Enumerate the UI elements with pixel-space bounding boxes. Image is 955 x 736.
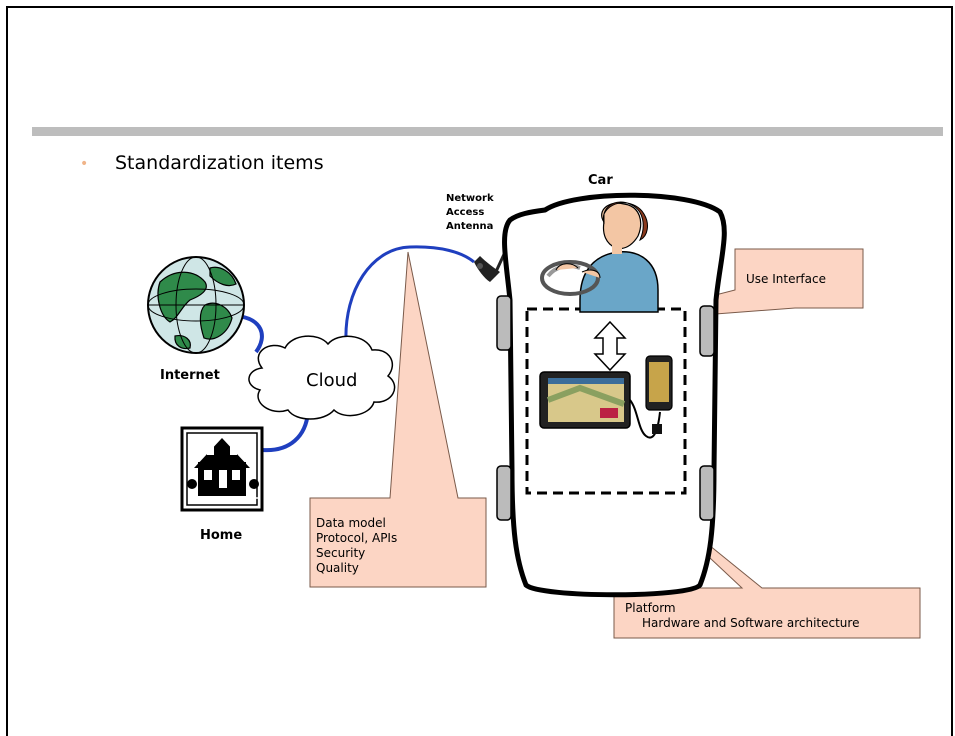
wheel-front-right [699, 305, 715, 357]
double-arrow-icon [593, 320, 627, 372]
cloud-shape [248, 335, 396, 420]
bullet-dot: • [80, 156, 89, 172]
wheel-front-left [496, 295, 512, 351]
label-home: Home [200, 528, 243, 543]
callout-platform-shape [613, 467, 921, 639]
antenna-icon [474, 249, 508, 282]
label-network: Network [446, 193, 494, 204]
slide-border [6, 6, 953, 736]
callout-data-model-line-4: Quality [316, 561, 359, 575]
smartphone-device [629, 355, 673, 439]
link-cloud-antenna [344, 245, 475, 343]
label-antenna: Antenna [446, 221, 494, 232]
title-divider-bar [32, 127, 943, 136]
callout-platform-line-1: Platform [625, 601, 676, 615]
callout-data-model-line-3: Security [316, 546, 366, 560]
callout-data-model-line-1: Data model [316, 516, 386, 530]
label-access: Access [446, 207, 485, 218]
callout-data-model-line-2: Protocol, APIs [316, 531, 398, 545]
label-internet: Internet [160, 368, 220, 383]
house-icon [180, 426, 264, 512]
bullet-standardization-items: Standardization items [115, 152, 324, 174]
platform-dashed-box [525, 307, 687, 495]
driver-illustration [540, 201, 659, 313]
callout-platform-line-2: Hardware and Software architecture [642, 616, 860, 630]
callout-user-interface-text: Use Interface [746, 272, 826, 286]
slide: • Standardization items [6, 6, 953, 736]
callout-user-interface-shape [609, 248, 864, 323]
wheel-rear-left [496, 465, 512, 521]
navigation-screen-device [539, 371, 631, 429]
callout-data-model-shape [309, 251, 487, 588]
globe-icon [147, 256, 245, 354]
label-car: Car [588, 173, 613, 188]
diagram-canvas [147, 192, 921, 639]
label-cloud: Cloud [306, 370, 358, 391]
wheel-rear-right [699, 465, 715, 521]
